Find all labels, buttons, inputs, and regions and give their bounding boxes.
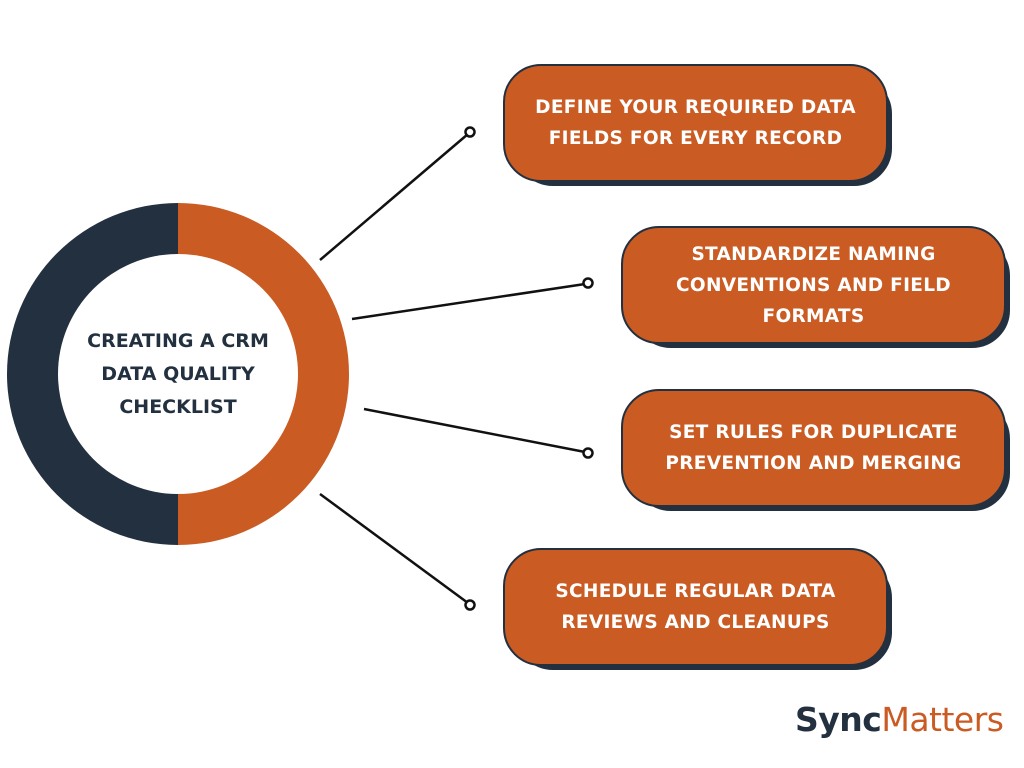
connector-dot-2 bbox=[582, 277, 594, 289]
card-face: SCHEDULE REGULAR DATA REVIEWS AND CLEANU… bbox=[503, 548, 888, 666]
card-face: SET RULES FOR DUPLICATE PREVENTION AND M… bbox=[621, 389, 1006, 507]
logo-part-1: Sync bbox=[795, 700, 882, 739]
syncmatters-logo: SyncMatters bbox=[795, 700, 1004, 739]
item-label: SCHEDULE REGULAR DATA REVIEWS AND CLEANU… bbox=[555, 581, 836, 633]
item-label: DEFINE YOUR REQUIRED DATA FIELDS FOR EVE… bbox=[535, 97, 856, 149]
checklist-item-4: SCHEDULE REGULAR DATA REVIEWS AND CLEANU… bbox=[503, 548, 892, 670]
connector-dot-4 bbox=[464, 599, 476, 611]
connector-3 bbox=[363, 407, 586, 454]
logo-part-2: Matters bbox=[881, 700, 1004, 739]
checklist-item-3: SET RULES FOR DUPLICATE PREVENTION AND M… bbox=[621, 389, 1010, 511]
item-label: SET RULES FOR DUPLICATE PREVENTION AND M… bbox=[665, 422, 962, 474]
checklist-item-1: DEFINE YOUR REQUIRED DATA FIELDS FOR EVE… bbox=[503, 64, 892, 186]
center-donut: CREATING A CRM DATA QUALITY CHECKLIST bbox=[7, 203, 349, 545]
item-label: STANDARDIZE NAMING CONVENTIONS AND FIELD… bbox=[676, 243, 951, 327]
connector-1 bbox=[319, 133, 469, 261]
connector-dot-3 bbox=[582, 447, 594, 459]
card-face: DEFINE YOUR REQUIRED DATA FIELDS FOR EVE… bbox=[503, 64, 888, 182]
center-title: CREATING A CRM DATA QUALITY CHECKLIST bbox=[87, 329, 269, 418]
connector-dot-1 bbox=[464, 126, 476, 138]
card-face: STANDARDIZE NAMING CONVENTIONS AND FIELD… bbox=[621, 226, 1006, 344]
donut-center: CREATING A CRM DATA QUALITY CHECKLIST bbox=[58, 254, 298, 494]
connector-4 bbox=[319, 492, 469, 605]
checklist-item-2: STANDARDIZE NAMING CONVENTIONS AND FIELD… bbox=[621, 226, 1010, 348]
connector-2 bbox=[351, 282, 586, 321]
